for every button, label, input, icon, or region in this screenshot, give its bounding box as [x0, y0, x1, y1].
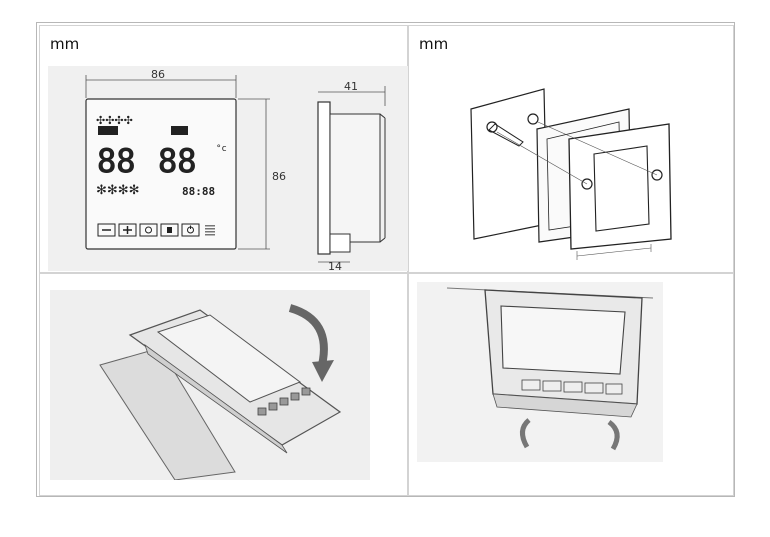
screwdriver-icon — [488, 123, 524, 147]
temperature-digits-right: 88 — [158, 142, 197, 180]
release-arrow-icon — [607, 419, 620, 451]
dimension-drawing-cell: mm 86 ✣✣✣✣ SDV SET 88 88 °c ✻✻✻✻ 88:88 — [39, 25, 408, 273]
fan-icon-row: ✣✣✣✣ — [96, 114, 133, 127]
celsius-label: °c — [216, 144, 227, 154]
base-dimension-label: 14 — [328, 260, 342, 271]
screen-area — [156, 314, 302, 403]
unit-label: mm — [419, 35, 449, 53]
button-row — [257, 387, 311, 416]
release-arrow-icon — [520, 418, 531, 449]
button-row — [521, 379, 623, 395]
thermostat-dimension-drawing: 86 ✣✣✣✣ SDV SET 88 88 °c ✻✻✻✻ 88:88 — [48, 66, 408, 271]
mode-label: SDV — [100, 127, 113, 135]
snowflake-icon-row: ✻✻✻✻ — [96, 183, 140, 198]
wall-mount-drawing-cell: mm — [408, 25, 734, 273]
unit-label: mm — [50, 35, 80, 53]
fan-icon — [139, 223, 158, 237]
cover-removal-illustration-cell — [39, 273, 408, 496]
minus-icon — [97, 223, 116, 237]
clock-label: 88:88 — [182, 185, 215, 198]
speaker-grille — [205, 225, 215, 236]
screw-hole-icon — [527, 113, 539, 125]
set-label: SET — [172, 127, 185, 135]
back-plate — [99, 347, 236, 480]
depth-dimension-label: 41 — [344, 80, 358, 93]
bottom-release-illustration-cell — [408, 273, 734, 496]
cover-removal-illustration — [50, 290, 370, 480]
temperature-digits-left: 88 — [97, 142, 136, 180]
bottom-release-illustration — [417, 282, 663, 462]
set-badge — [171, 126, 188, 135]
side-view-body — [329, 113, 381, 243]
mode-badge — [98, 126, 118, 135]
width-dimension-label: 86 — [151, 68, 165, 81]
exploded-mounting-drawing — [419, 64, 719, 269]
height-dimension-label: 86 — [272, 170, 286, 183]
side-view-front-plate — [317, 101, 331, 255]
screen-area — [500, 305, 626, 375]
installation-figure-table: mm 86 ✣✣✣✣ SDV SET 88 88 °c ✻✻✻✻ 88:88 — [36, 22, 735, 497]
mode-icon — [160, 223, 179, 237]
display-window — [593, 145, 650, 232]
power-icon — [181, 223, 200, 237]
plus-icon — [118, 223, 137, 237]
rotate-arrow-icon — [288, 304, 328, 366]
